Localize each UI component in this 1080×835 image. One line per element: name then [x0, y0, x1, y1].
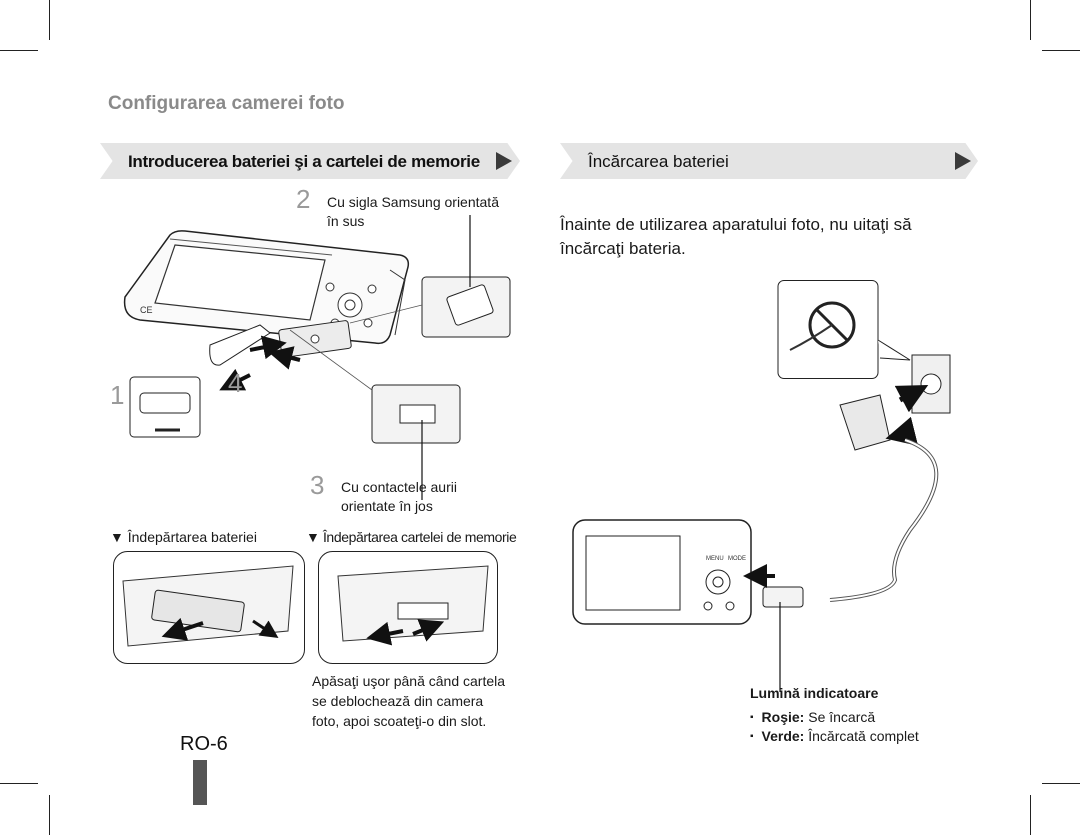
card-note-1: Apăsaţi uşor până când cartela — [312, 673, 506, 689]
crop-mark-bl-v — [49, 795, 50, 835]
right-band-arrow-icon — [955, 152, 971, 170]
step-2-number: 2 — [296, 184, 311, 214]
crop-mark-tr-h — [1042, 50, 1080, 51]
charging-intro-line-2: încărcaţi bateria. — [560, 239, 686, 258]
indicator-title: Lumină indicatoare — [750, 685, 879, 701]
step-3-text-1: Cu contactele aurii — [341, 479, 457, 495]
left-band-arrow-icon — [496, 152, 512, 170]
crop-mark-tr-v — [1030, 0, 1031, 40]
step-2-text-2: în sus — [327, 213, 365, 229]
section-title: Configurarea camerei foto — [108, 93, 345, 114]
svg-text:MODE: MODE — [728, 556, 746, 562]
right-band-title: Încărcarea bateriei — [588, 152, 729, 171]
charging-illustration: MENU MODE — [572, 280, 951, 692]
page-number: RO-6 — [180, 733, 228, 755]
page-tab-marker — [193, 760, 207, 805]
charging-intro-line-1: Înainte de utilizarea aparatului foto, n… — [560, 215, 912, 234]
crop-mark-br-h — [1042, 783, 1080, 784]
camera-battery-illustration: CE — [123, 215, 511, 500]
remove-card-illustration — [318, 551, 498, 664]
step-2-text-1: Cu sigla Samsung orientată — [327, 194, 499, 210]
indicator-green-label: Verde: — [761, 728, 805, 744]
svg-text:MENU: MENU — [706, 556, 724, 562]
card-note-3: foto, apoi scoateţi-o din slot. — [312, 713, 487, 729]
svg-text:CE: CE — [140, 305, 153, 315]
crop-mark-tl-v — [49, 0, 50, 40]
indicator-green-text: Încărcată complet — [804, 728, 919, 744]
crop-mark-bl-h — [0, 783, 38, 784]
card-note-2: se deblochează din camera — [312, 693, 484, 709]
crop-mark-tl-h — [0, 50, 38, 51]
crop-mark-br-v — [1030, 795, 1031, 835]
indicator-green: Verde: Încărcată complet — [750, 727, 919, 746]
charging-intro: Înainte de utilizarea aparatului foto, n… — [560, 213, 960, 261]
indicator-red: Roşie: Se încarcă — [750, 708, 919, 727]
remove-battery-label: ▼ Îndepărtarea bateriei — [110, 529, 257, 545]
right-band — [560, 143, 978, 179]
step-1-number: 1 — [110, 380, 125, 410]
left-band — [100, 143, 520, 179]
step-3-number: 3 — [310, 470, 325, 500]
remove-card-label: ▼ Îndepărtarea cartelei de memorie — [306, 529, 517, 545]
indicator-list: Roşie: Se încarcă Verde: Încărcată compl… — [750, 708, 919, 746]
step-4-number: 4 — [228, 368, 243, 398]
indicator-red-text: Se încarcă — [804, 709, 876, 725]
step-3-text-2: orientate în jos — [341, 498, 433, 514]
left-band-title: Introducerea bateriei şi a cartelei de m… — [128, 152, 480, 171]
remove-battery-illustration — [113, 551, 305, 664]
indicator-red-label: Roşie: — [761, 709, 805, 725]
